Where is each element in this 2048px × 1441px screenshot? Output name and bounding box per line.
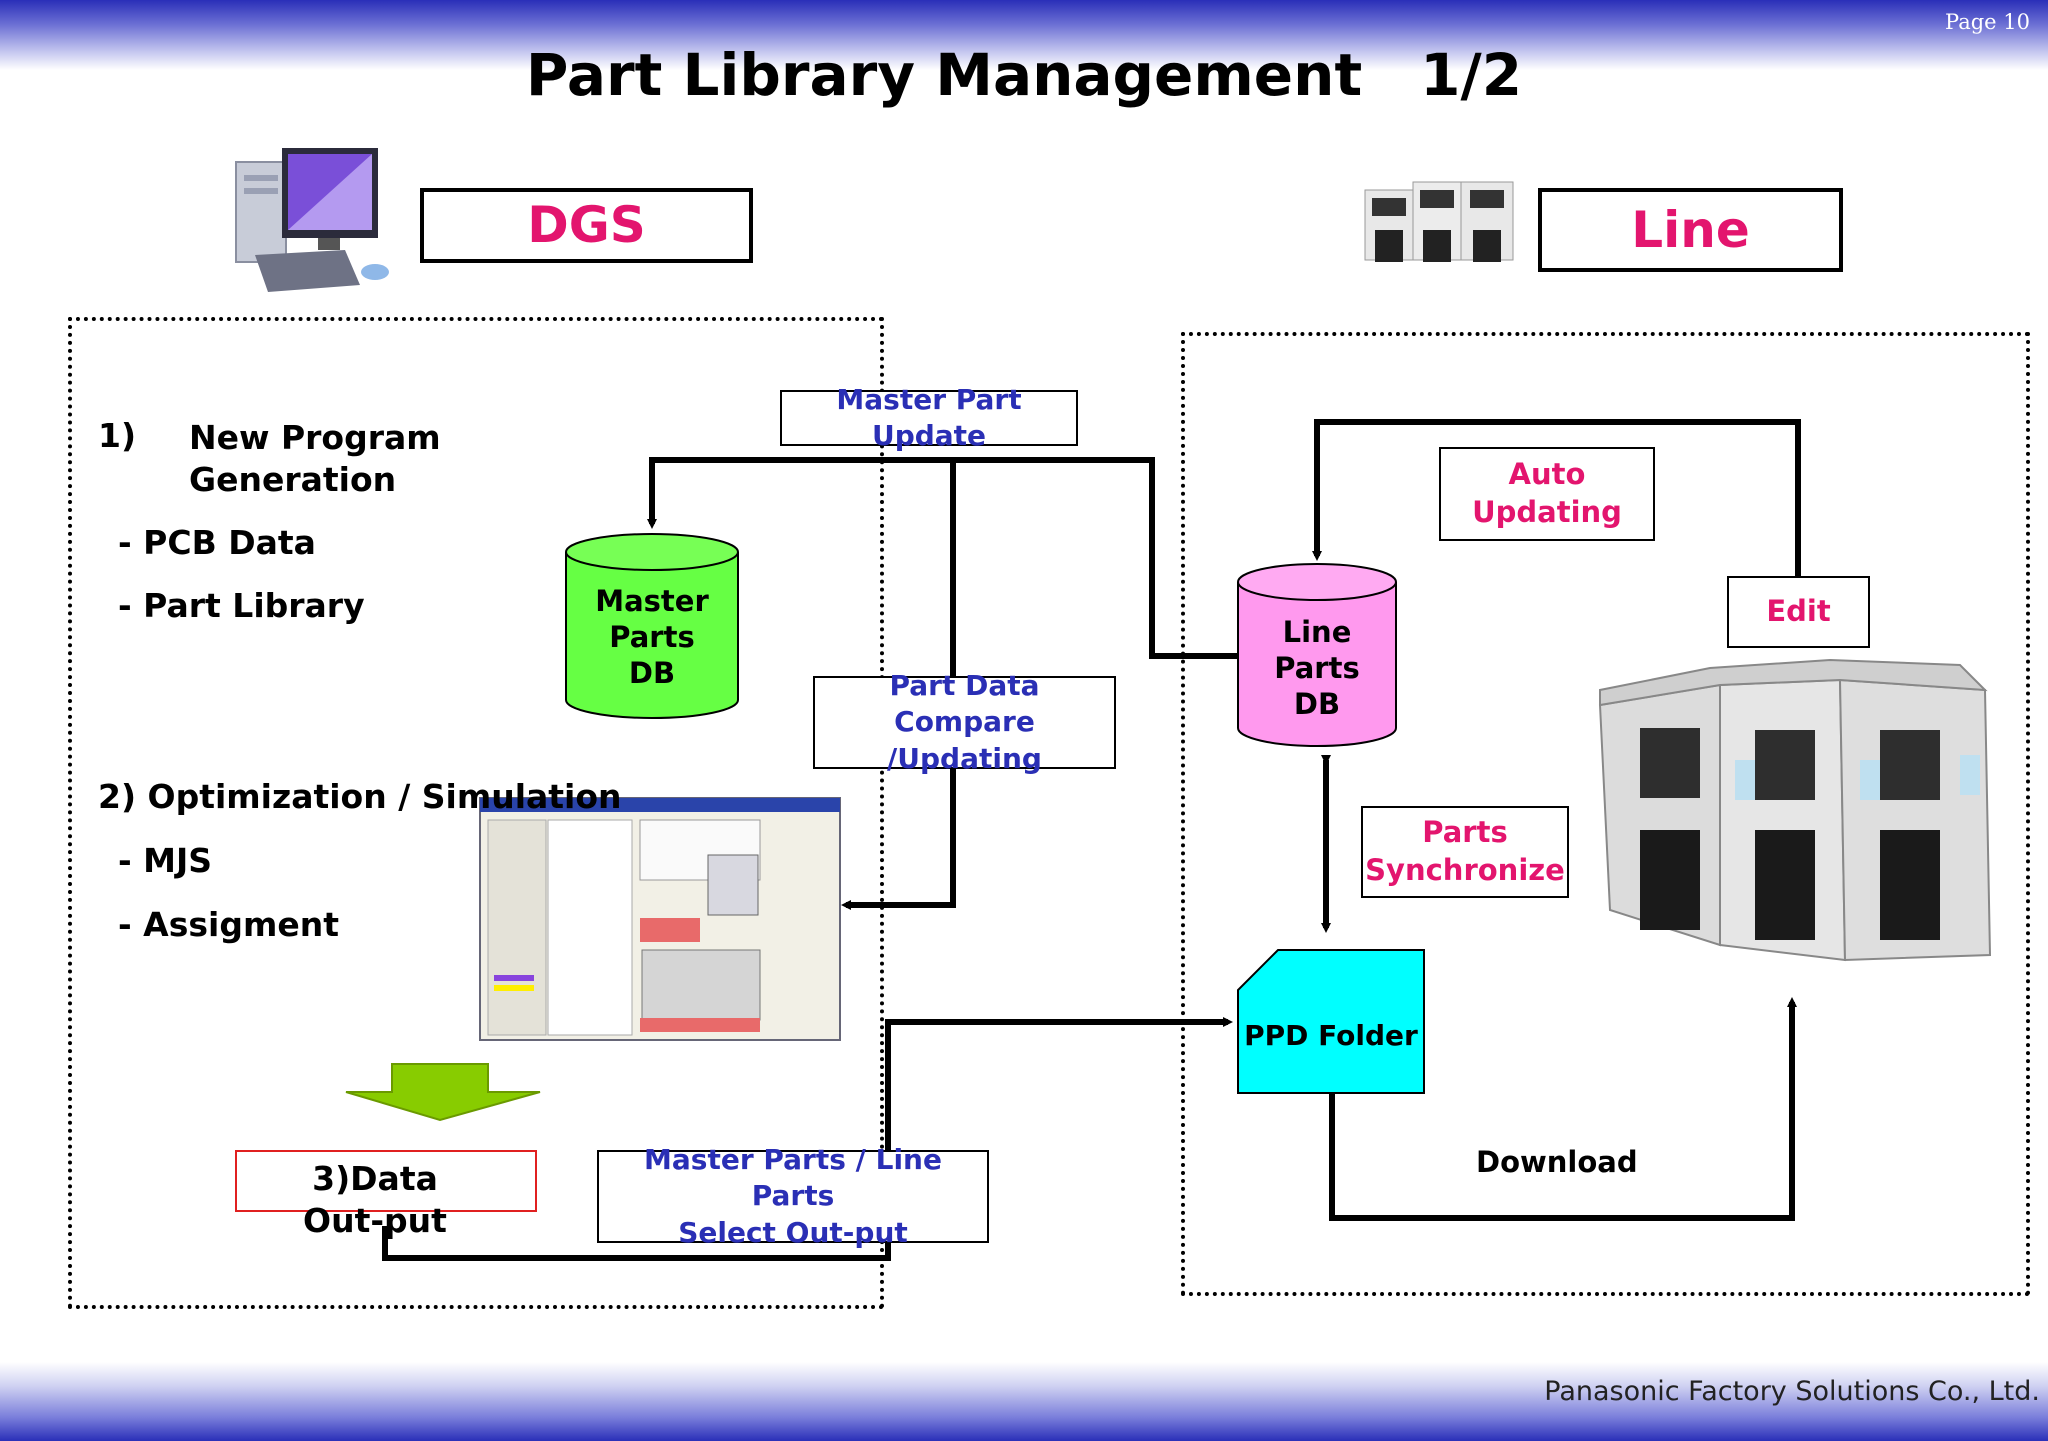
master-part-update-label: Master Part Update bbox=[836, 382, 1022, 452]
auto-updating-line2: Updating bbox=[1472, 495, 1622, 529]
parts-synchronize-line2: Synchronize bbox=[1365, 853, 1565, 887]
line-label-box: Line bbox=[1538, 188, 1843, 272]
step2-item-assigment: - Assigment bbox=[118, 905, 339, 944]
connector-lines bbox=[382, 419, 1801, 1261]
step1-number: 1) bbox=[98, 416, 137, 455]
top-banner bbox=[0, 0, 2048, 70]
step2-title: 2) Optimization / Simulation bbox=[98, 777, 622, 816]
company-name: Panasonic Factory Solutions Co., Ltd. bbox=[1544, 1376, 2040, 1407]
green-down-arrow bbox=[345, 1063, 541, 1122]
part-data-compare-line2: Compare /Updating bbox=[887, 705, 1042, 775]
parts-synchronize-line1: Parts bbox=[1422, 815, 1508, 850]
line-parts-db-cylinder bbox=[1237, 563, 1397, 747]
data-output-box bbox=[235, 1150, 537, 1212]
step1-title-line1: New Program bbox=[189, 418, 441, 457]
master-parts-db-cylinder bbox=[565, 533, 739, 719]
page-number: Page 10 bbox=[1945, 10, 2030, 34]
master-line-select-line2: Select Out-put bbox=[678, 1215, 908, 1249]
computer-icon bbox=[235, 148, 389, 292]
line-db-label-line2: Parts bbox=[1274, 651, 1360, 685]
auto-updating-box: Auto Updating bbox=[1439, 447, 1655, 541]
step1-item-pcb-data: - PCB Data bbox=[118, 523, 316, 562]
line-label: Line bbox=[1631, 200, 1750, 259]
parts-synchronize-box: Parts Synchronize bbox=[1361, 806, 1569, 898]
line-section-frame bbox=[1181, 332, 2030, 1296]
line-db-label: Line Parts DB bbox=[1238, 614, 1396, 722]
placement-machines-image bbox=[1598, 658, 1992, 962]
master-db-label-line3: DB bbox=[628, 656, 676, 690]
dgs-label: DGS bbox=[527, 196, 646, 254]
master-line-select-box: Master Parts / Line Parts Select Out-put bbox=[597, 1143, 989, 1249]
dgs-label-box: DGS bbox=[420, 188, 753, 263]
master-db-label-line2: Parts bbox=[609, 620, 695, 654]
master-db-label: Master Parts DB bbox=[566, 583, 738, 691]
master-line-select-line1: Master Parts / Line Parts bbox=[644, 1142, 942, 1213]
bottom-banner bbox=[0, 1362, 2048, 1441]
edit-label: Edit bbox=[1766, 594, 1831, 629]
download-label: Download bbox=[1476, 1145, 1638, 1179]
dgs-section-frame bbox=[68, 317, 884, 1309]
line-db-label-line1: Line bbox=[1282, 615, 1352, 649]
line-db-label-line3: DB bbox=[1293, 687, 1341, 721]
part-data-compare-box: Part Data Compare /Updating bbox=[813, 669, 1116, 775]
edit-box: Edit bbox=[1727, 576, 1870, 648]
step2-item-mjs: - MJS bbox=[118, 841, 213, 880]
slide-title: Part Library Management 1/2 bbox=[525, 41, 1523, 109]
machines-icon bbox=[1364, 181, 1514, 262]
master-db-label-line1: Master bbox=[595, 584, 709, 618]
auto-updating-line1: Auto bbox=[1508, 457, 1586, 492]
step1-item-part-library: - Part Library bbox=[118, 586, 365, 625]
data-output-label: 3)Data Out-put bbox=[303, 1159, 447, 1240]
step1-title-line2: Generation bbox=[189, 460, 397, 499]
simulation-screenshot bbox=[479, 797, 841, 1041]
ppd-folder-label: PPD Folder bbox=[1244, 1019, 1418, 1052]
master-part-update-box: Master Part Update bbox=[780, 383, 1078, 452]
part-data-compare-line1: Part Data bbox=[889, 668, 1040, 702]
